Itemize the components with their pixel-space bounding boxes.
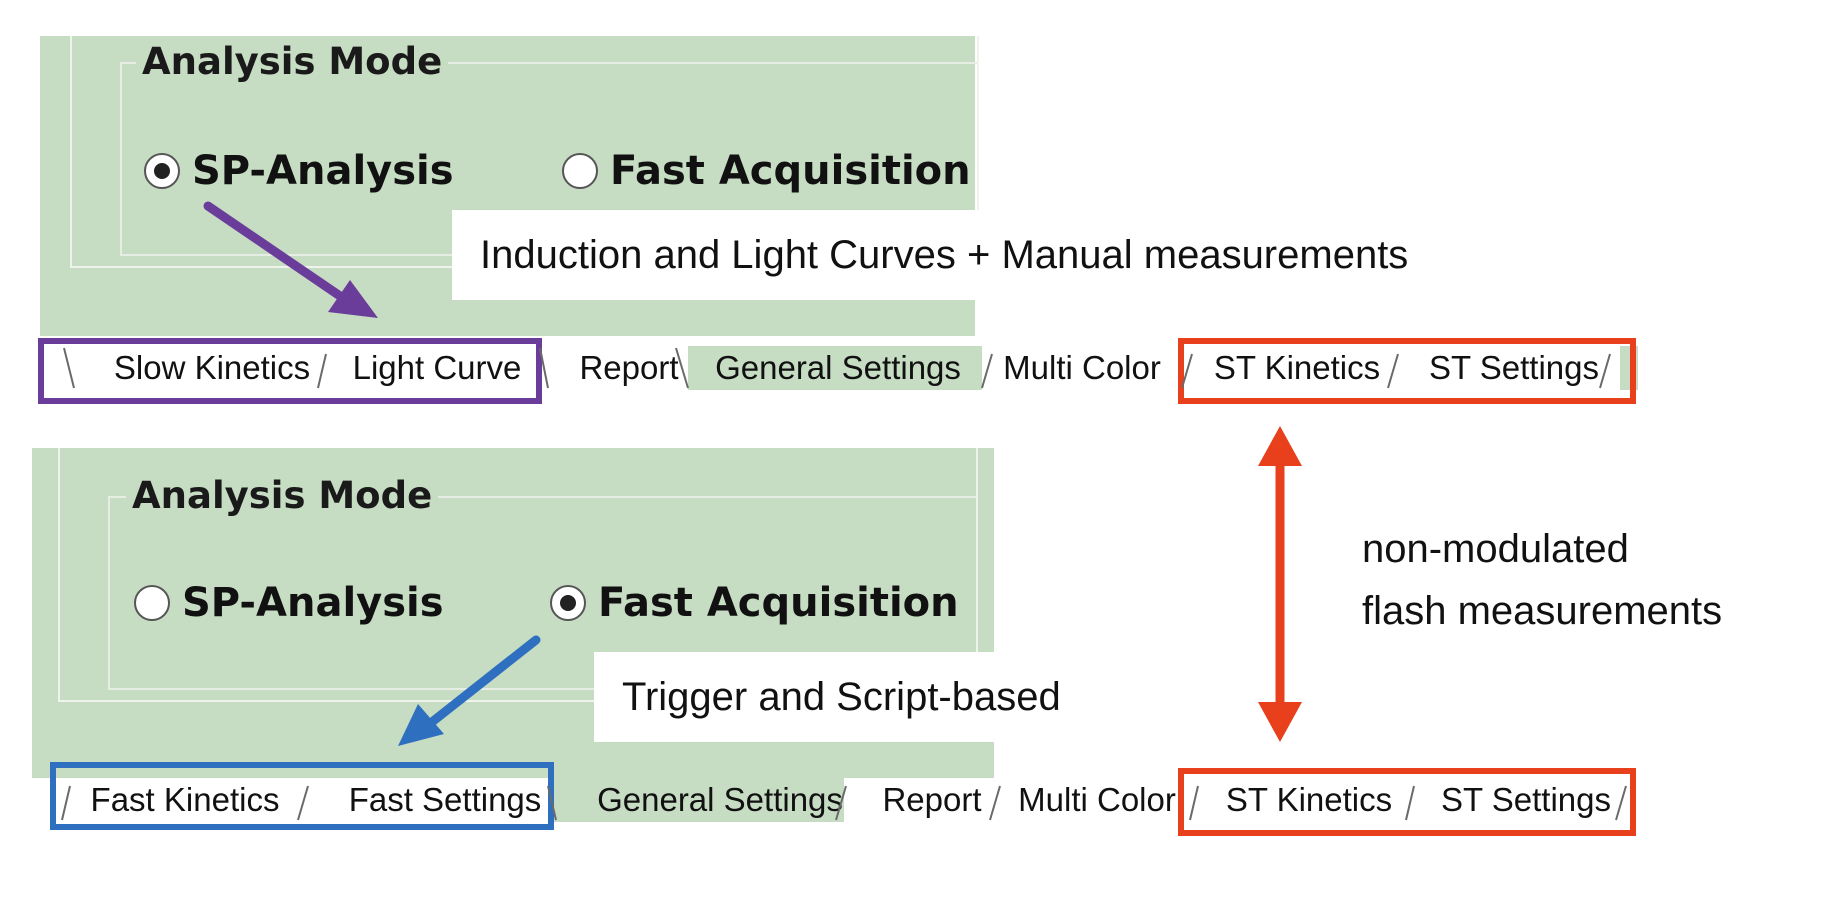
bottom-radio-sp-analysis-label: SP-Analysis: [182, 580, 444, 626]
bottom-radio-fast-acquisition[interactable]: Fast Acquisition: [550, 580, 959, 626]
top-radio-sp-analysis-label: SP-Analysis: [192, 148, 454, 194]
bottom-radio-sp-analysis[interactable]: SP-Analysis: [134, 580, 444, 626]
bottom-red-highlight: [1178, 768, 1636, 836]
top-tab-strip: Slow Kinetics Light Curve Report General…: [40, 346, 1638, 390]
tab-multi-color-label: Multi Color: [1003, 349, 1161, 386]
side-note: non-modulated flash measurements: [1362, 518, 1722, 642]
tab-fast-kinetics-label: Fast Kinetics: [90, 781, 280, 818]
bottom-inner-frame: [58, 448, 978, 702]
side-note-line2: flash measurements: [1362, 589, 1723, 633]
tab-report-label: Report: [579, 349, 679, 386]
red-double-arrow-icon: [1258, 426, 1302, 742]
tab-report-bottom-label: Report: [882, 781, 982, 818]
tab-slow-kinetics[interactable]: Slow Kinetics: [62, 346, 362, 390]
tab-fast-settings-label: Fast Settings: [348, 781, 542, 818]
top-tab-separators: [63, 347, 1611, 389]
tab-fast-kinetics[interactable]: Fast Kinetics: [60, 778, 310, 822]
tab-general-settings-label: General Settings: [715, 349, 961, 386]
top-radio-fast-acquisition-label: Fast Acquisition: [610, 148, 971, 194]
tab-st-kinetics-bottom-label: ST Kinetics: [1225, 781, 1393, 818]
tab-multi-color-bottom[interactable]: Multi Color: [988, 778, 1206, 822]
tab-general-settings[interactable]: General Settings: [688, 346, 988, 390]
side-note-line1: non-modulated: [1362, 527, 1629, 571]
tab-st-settings[interactable]: ST Settings: [1408, 346, 1620, 390]
tab-light-curve-label: Light Curve: [352, 349, 522, 386]
tab-general-settings-bottom[interactable]: General Settings: [554, 778, 886, 822]
bottom-group-title: Analysis Mode: [126, 474, 439, 518]
bottom-radio-fast-acquisition-label: Fast Acquisition: [598, 580, 959, 626]
purple-arrow-icon: [203, 201, 378, 318]
bottom-tab-strip: Fast Kinetics Fast Settings General Sett…: [50, 778, 1634, 822]
tab-slow-kinetics-label: Slow Kinetics: [113, 349, 311, 386]
bottom-callout: Trigger and Script-based: [594, 652, 1061, 742]
top-group-title: Analysis Mode: [136, 40, 449, 84]
tab-multi-color[interactable]: Multi Color: [982, 346, 1182, 390]
radio-unchecked-icon: [562, 153, 598, 189]
radio-checked-icon: [144, 153, 180, 189]
top-purple-highlight: [38, 338, 542, 404]
bottom-upper-fragment: [58, 448, 978, 458]
tab-st-kinetics-bottom[interactable]: ST Kinetics: [1198, 778, 1420, 822]
tab-multi-color-bottom-label: Multi Color: [1018, 781, 1176, 818]
tab-fast-settings[interactable]: Fast Settings: [302, 778, 588, 822]
tab-st-kinetics-label: ST Kinetics: [1213, 349, 1381, 386]
top-radio-fast-acquisition[interactable]: Fast Acquisition: [562, 148, 971, 194]
tab-st-settings-label: ST Settings: [1429, 349, 1599, 386]
tab-general-settings-bottom-label: General Settings: [597, 781, 843, 818]
tab-st-kinetics[interactable]: ST Kinetics: [1186, 346, 1408, 390]
bottom-tab-separators: [61, 785, 1627, 821]
top-callout: Induction and Light Curves + Manual meas…: [452, 210, 1564, 300]
top-red-highlight: [1178, 338, 1636, 404]
tab-st-settings-bottom-label: ST Settings: [1441, 781, 1611, 818]
radio-checked-icon: [550, 585, 586, 621]
tab-light-curve[interactable]: Light Curve: [318, 346, 556, 390]
blue-arrow-icon: [398, 635, 541, 746]
radio-unchecked-icon: [134, 585, 170, 621]
tab-st-settings-bottom[interactable]: ST Settings: [1420, 778, 1632, 822]
top-radio-sp-analysis[interactable]: SP-Analysis: [144, 148, 454, 194]
